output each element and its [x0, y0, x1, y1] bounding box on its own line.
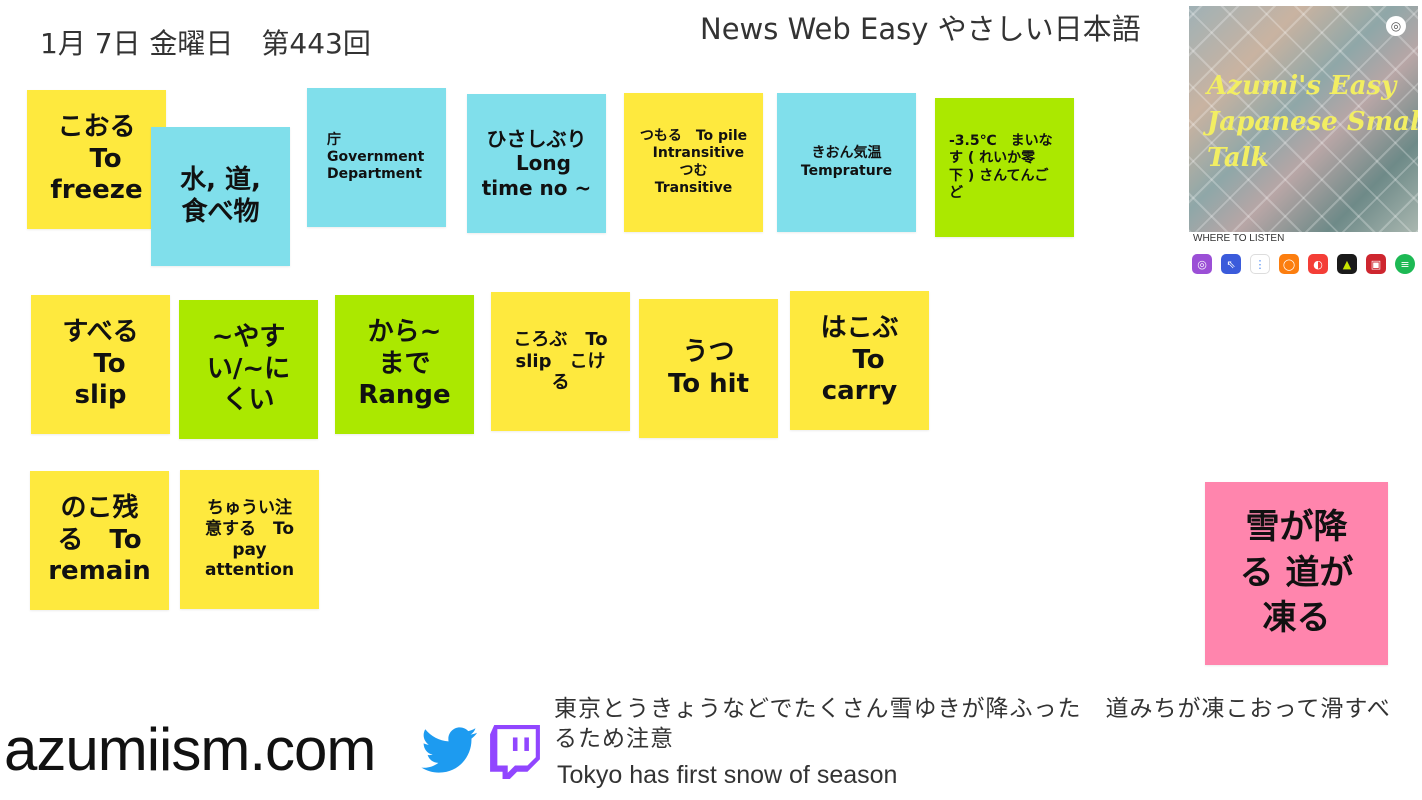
- where-to-listen-label: WHERE TO LISTEN: [1193, 233, 1285, 244]
- sticky-note-koru[interactable]: こおる To freeze: [27, 90, 166, 229]
- sticky-note-utsu[interactable]: うつ To hit: [639, 299, 778, 438]
- sticky-note-kion[interactable]: きおん気温 Temprature: [777, 93, 916, 232]
- sticky-note-hisashiburi[interactable]: ひさしぶり Long time no ~: [467, 94, 606, 233]
- news-headline-japanese: 東京とうきょうなどでたくさん雪ゆきが降ふった 道みちが凍こおって滑すべるため注意: [554, 696, 1391, 752]
- apple-podcasts-icon[interactable]: ◎: [1192, 254, 1212, 274]
- sticky-note-cho[interactable]: 庁 Government Department: [307, 88, 446, 227]
- twitch-icon[interactable]: [490, 725, 540, 779]
- pocket-casts-icon[interactable]: ◐: [1308, 254, 1328, 274]
- overcast-icon[interactable]: ◯: [1279, 254, 1299, 274]
- sticky-note-mizu-michi[interactable]: 水, 道, 食べ物: [151, 127, 290, 266]
- google-podcasts-icon[interactable]: ⋮: [1250, 254, 1270, 274]
- sticky-note-tsumoru[interactable]: つもる To pile Intransitive つむ Transitive: [624, 93, 763, 232]
- radiopublic-icon[interactable]: ▣: [1366, 254, 1386, 274]
- sticky-note-headline[interactable]: 雪が降 る 道が 凍る: [1205, 482, 1388, 665]
- castbox-icon[interactable]: ▲: [1337, 254, 1357, 274]
- sticky-note-chui[interactable]: ちゅうい注 意する To pay attention: [180, 470, 319, 609]
- sticky-note-minus-temp[interactable]: -3.5℃ まいな す ( れいか零 下 ) さんてんご ど: [935, 98, 1074, 237]
- podcast-cover[interactable]: ◎ Azumi's Easy Japanese Small Talk: [1189, 6, 1418, 232]
- twitter-icon[interactable]: [419, 722, 481, 778]
- anchor-icon[interactable]: ⇖: [1221, 254, 1241, 274]
- sticky-note-korobu[interactable]: ころぶ To slip こけ る: [491, 292, 630, 431]
- sticky-note-yasui-nikui[interactable]: ~やす い/~に くい: [179, 300, 318, 439]
- episode-date: 1月 7日 金曜日 第443回: [40, 27, 371, 60]
- page-title: News Web Easy やさしい日本語: [700, 12, 1141, 46]
- sticky-note-suberu[interactable]: すべる To slip: [31, 295, 170, 434]
- sticky-note-nokoru[interactable]: のこ残 る To remain: [30, 471, 169, 610]
- news-headline-english: Tokyo has first snow of season: [557, 761, 898, 789]
- site-url[interactable]: azumiism.com: [4, 716, 376, 783]
- sticky-note-hakobu[interactable]: はこぶ To carry: [790, 291, 929, 430]
- platform-icons: ◎ ⇖ ⋮ ◯ ◐ ▲ ▣ ≡: [1192, 254, 1415, 274]
- sticky-note-kara-made[interactable]: から~ まで Range: [335, 295, 474, 434]
- spotify-icon[interactable]: ≡: [1395, 254, 1415, 274]
- podcast-icon: ◎: [1386, 16, 1406, 36]
- podcast-cover-title: Azumi's Easy Japanese Small Talk: [1207, 71, 1418, 173]
